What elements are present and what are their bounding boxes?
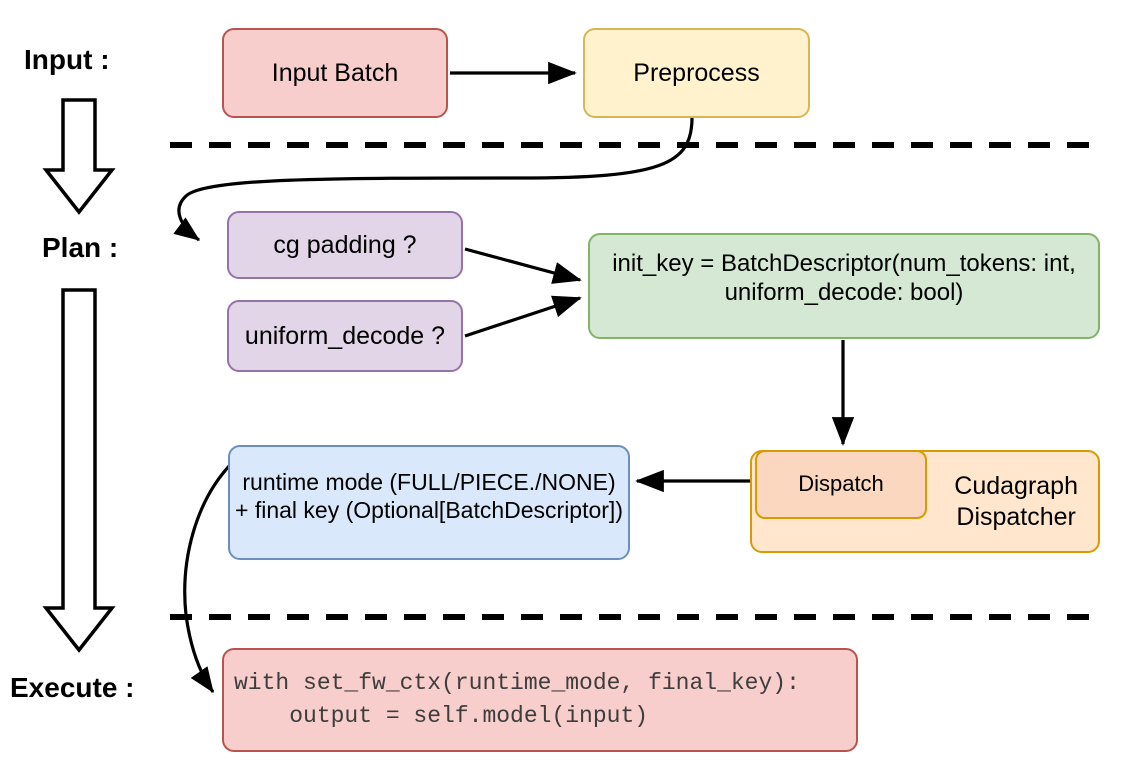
connector-cg-padding-to-init-key bbox=[464, 247, 582, 284]
stage-label-execute: Execute : bbox=[10, 672, 135, 703]
node-uniform-decode[interactable]: uniform_decode ? bbox=[227, 300, 463, 372]
input-to-plan-arrow bbox=[42, 98, 116, 215]
connector-uniform-decode-to-init-key bbox=[464, 295, 582, 338]
node-input-batch[interactable]: Input Batch bbox=[222, 28, 448, 118]
node-init-key[interactable]: init_key = BatchDescriptor(num_tokens: i… bbox=[588, 233, 1100, 339]
node-execute-code[interactable]: with set_fw_ctx(runtime_mode, final_key)… bbox=[222, 648, 858, 752]
stage-label-plan: Plan : bbox=[42, 232, 119, 263]
node-runtime-mode[interactable]: runtime mode (FULL/PIECE./NONE) + final … bbox=[228, 445, 630, 560]
node-cg-padding[interactable]: cg padding ? bbox=[227, 211, 463, 279]
plan-to-execute-arrow bbox=[42, 288, 116, 653]
node-dispatch[interactable]: Dispatch bbox=[755, 450, 927, 519]
node-preprocess[interactable]: Preprocess bbox=[583, 28, 810, 118]
stage-label-input: Input : bbox=[24, 44, 110, 75]
